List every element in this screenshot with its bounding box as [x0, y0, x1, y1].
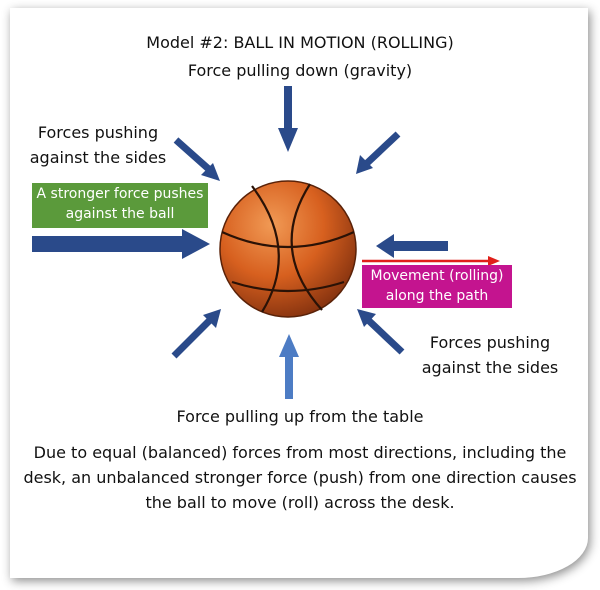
- left-sides-label: Forces pushing against the sides: [18, 120, 178, 170]
- stronger-force-arrow: [32, 229, 210, 259]
- movement-line1: Movement (rolling): [370, 268, 504, 284]
- table-support-arrow: [279, 334, 299, 399]
- upper-left-push-arrow: [173, 137, 220, 181]
- table-force-label: Force pulling up from the table: [176, 407, 424, 426]
- movement-box: Movement (rolling) along the path: [362, 265, 512, 308]
- right-push-arrow: [376, 234, 448, 258]
- diagram-description: Due to equal (balanced) forces from most…: [23, 443, 577, 512]
- gravity-label: Force pulling down (gravity): [187, 61, 413, 80]
- left-sides-label-line2: against the sides: [29, 148, 167, 167]
- right-sides-label-line1: Forces pushing: [429, 333, 551, 352]
- stronger-force-box: A stronger force pushes against the ball: [32, 183, 208, 228]
- gravity-arrow: [278, 86, 298, 152]
- stronger-force-line1: A stronger force pushes: [36, 186, 204, 202]
- movement-arrow: [362, 256, 500, 266]
- movement-line2: along the path: [385, 288, 489, 304]
- right-sides-label: Forces pushing against the sides: [410, 330, 570, 380]
- basketball-icon: [219, 180, 357, 318]
- stronger-force-line2: against the ball: [65, 206, 175, 222]
- diagram-title: Model #2: BALL IN MOTION (ROLLING): [146, 33, 454, 52]
- left-sides-label-line1: Forces pushing: [37, 123, 159, 142]
- lower-right-push-arrow: [357, 309, 405, 355]
- right-sides-label-line2: against the sides: [421, 358, 559, 377]
- upper-right-push-arrow: [356, 131, 401, 174]
- lower-left-push-arrow: [171, 309, 221, 359]
